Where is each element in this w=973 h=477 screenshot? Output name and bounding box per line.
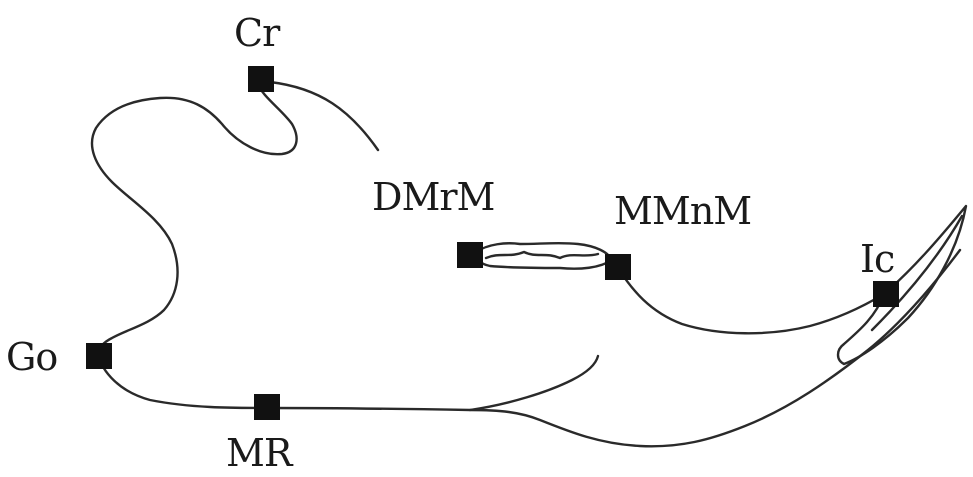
marker-go bbox=[86, 343, 112, 369]
label-go: Go bbox=[6, 335, 57, 379]
marker-mmnm bbox=[605, 254, 631, 280]
marker-dmrm bbox=[457, 242, 483, 268]
label-ic: Ic bbox=[860, 237, 894, 281]
landmark-labels: Cr DMrM MMnM Ic Go MR bbox=[6, 11, 895, 475]
label-cr: Cr bbox=[234, 11, 281, 55]
incisor-outline bbox=[836, 204, 968, 366]
outline-cr-to-dmrm bbox=[268, 80, 380, 152]
outline-cr-to-go bbox=[90, 82, 298, 356]
label-dmrm: DMrM bbox=[372, 175, 494, 219]
marker-cr bbox=[248, 66, 274, 92]
molar-cusp-line bbox=[484, 250, 600, 260]
incisor-labial-line bbox=[870, 214, 964, 332]
jaw-outline bbox=[90, 80, 968, 448]
outline-inner-curve bbox=[468, 354, 600, 412]
label-mmnm: MMnM bbox=[614, 189, 751, 233]
outline-mmnm-to-ic bbox=[616, 266, 886, 335]
label-mr: MR bbox=[226, 431, 294, 475]
marker-ic bbox=[873, 281, 899, 307]
landmark-markers bbox=[86, 66, 899, 420]
outline-go-to-mr bbox=[96, 352, 270, 410]
marker-mr bbox=[254, 394, 280, 420]
